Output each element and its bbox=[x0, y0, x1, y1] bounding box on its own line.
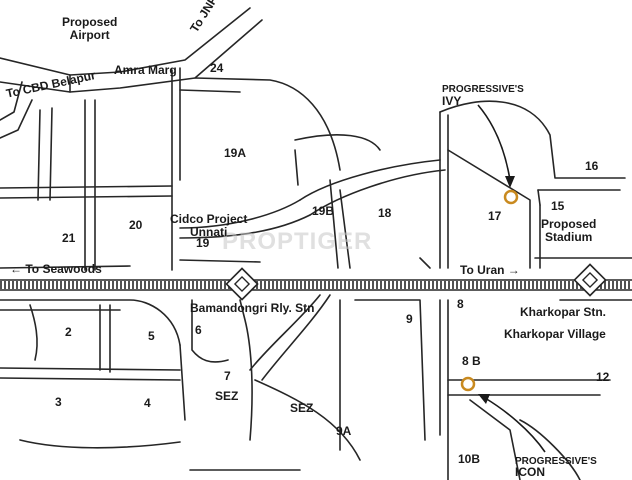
icon-arrow bbox=[478, 394, 546, 453]
sector-24: 24 bbox=[210, 61, 224, 75]
icon-marker[interactable] bbox=[460, 376, 476, 392]
label-to-uran: To Uran → bbox=[460, 263, 520, 277]
sector-7: 7 bbox=[224, 369, 231, 383]
label-ivy-name[interactable]: IVY bbox=[442, 94, 462, 108]
sector-10b: 10B bbox=[458, 452, 481, 466]
sector-3: 3 bbox=[55, 395, 62, 409]
kharkopar-station-marker bbox=[573, 263, 607, 297]
label-ivy-brand: PROGRESSIVE'S bbox=[442, 84, 524, 95]
sector-8: 8 bbox=[457, 297, 464, 311]
road-network-south bbox=[0, 294, 632, 480]
label-sez-9a: SEZ bbox=[290, 401, 314, 415]
sector-2: 2 bbox=[65, 325, 72, 339]
road-network bbox=[0, 7, 632, 271]
label-amra-marg: Amra Marg bbox=[114, 63, 177, 77]
label-proposed-airport: Proposed Airport bbox=[62, 15, 118, 42]
sector-15: 15 bbox=[551, 199, 565, 213]
sector-16: 16 bbox=[585, 159, 599, 173]
ivy-arrow bbox=[477, 104, 515, 188]
ivy-marker[interactable] bbox=[503, 189, 519, 205]
sector-5: 5 bbox=[148, 329, 155, 343]
label-kharkopar-stn: Kharkopar Stn. bbox=[520, 305, 607, 319]
sector-19a: 19A bbox=[224, 146, 247, 160]
sector-18: 18 bbox=[378, 206, 392, 220]
sector-19: 19 bbox=[196, 236, 210, 250]
sector-4: 4 bbox=[144, 396, 151, 410]
sector-19b: 19B bbox=[312, 204, 335, 218]
sector-9: 9 bbox=[406, 312, 413, 326]
sector-12: 12 bbox=[596, 370, 610, 384]
sector-8b: 8 B bbox=[462, 354, 481, 368]
label-proposed-stadium: Proposed Stadium bbox=[541, 217, 597, 244]
sector-9a: 9A bbox=[336, 424, 352, 438]
bamandongri-station-marker bbox=[225, 267, 259, 301]
railway-line bbox=[0, 279, 632, 291]
sector-6: 6 bbox=[195, 323, 202, 337]
sector-17: 17 bbox=[488, 209, 502, 223]
label-sez-7: SEZ bbox=[215, 389, 239, 403]
label-icon-brand: PROGRESSIVE'S bbox=[515, 456, 597, 467]
watermark: PROPTIGER bbox=[222, 228, 373, 255]
sector-20: 20 bbox=[129, 218, 143, 232]
label-kharkopar-village: Kharkopar Village bbox=[504, 327, 606, 341]
label-icon-name[interactable]: ICON bbox=[515, 465, 545, 479]
label-cidco-project-unnati: Cidco Project Unnati bbox=[170, 212, 248, 239]
label-to-seawoods: ← To Seawoods bbox=[10, 262, 102, 276]
label-bamandongri-rly-stn: Bamandongri Rly. Stn bbox=[190, 301, 315, 315]
sector-21: 21 bbox=[62, 231, 76, 245]
